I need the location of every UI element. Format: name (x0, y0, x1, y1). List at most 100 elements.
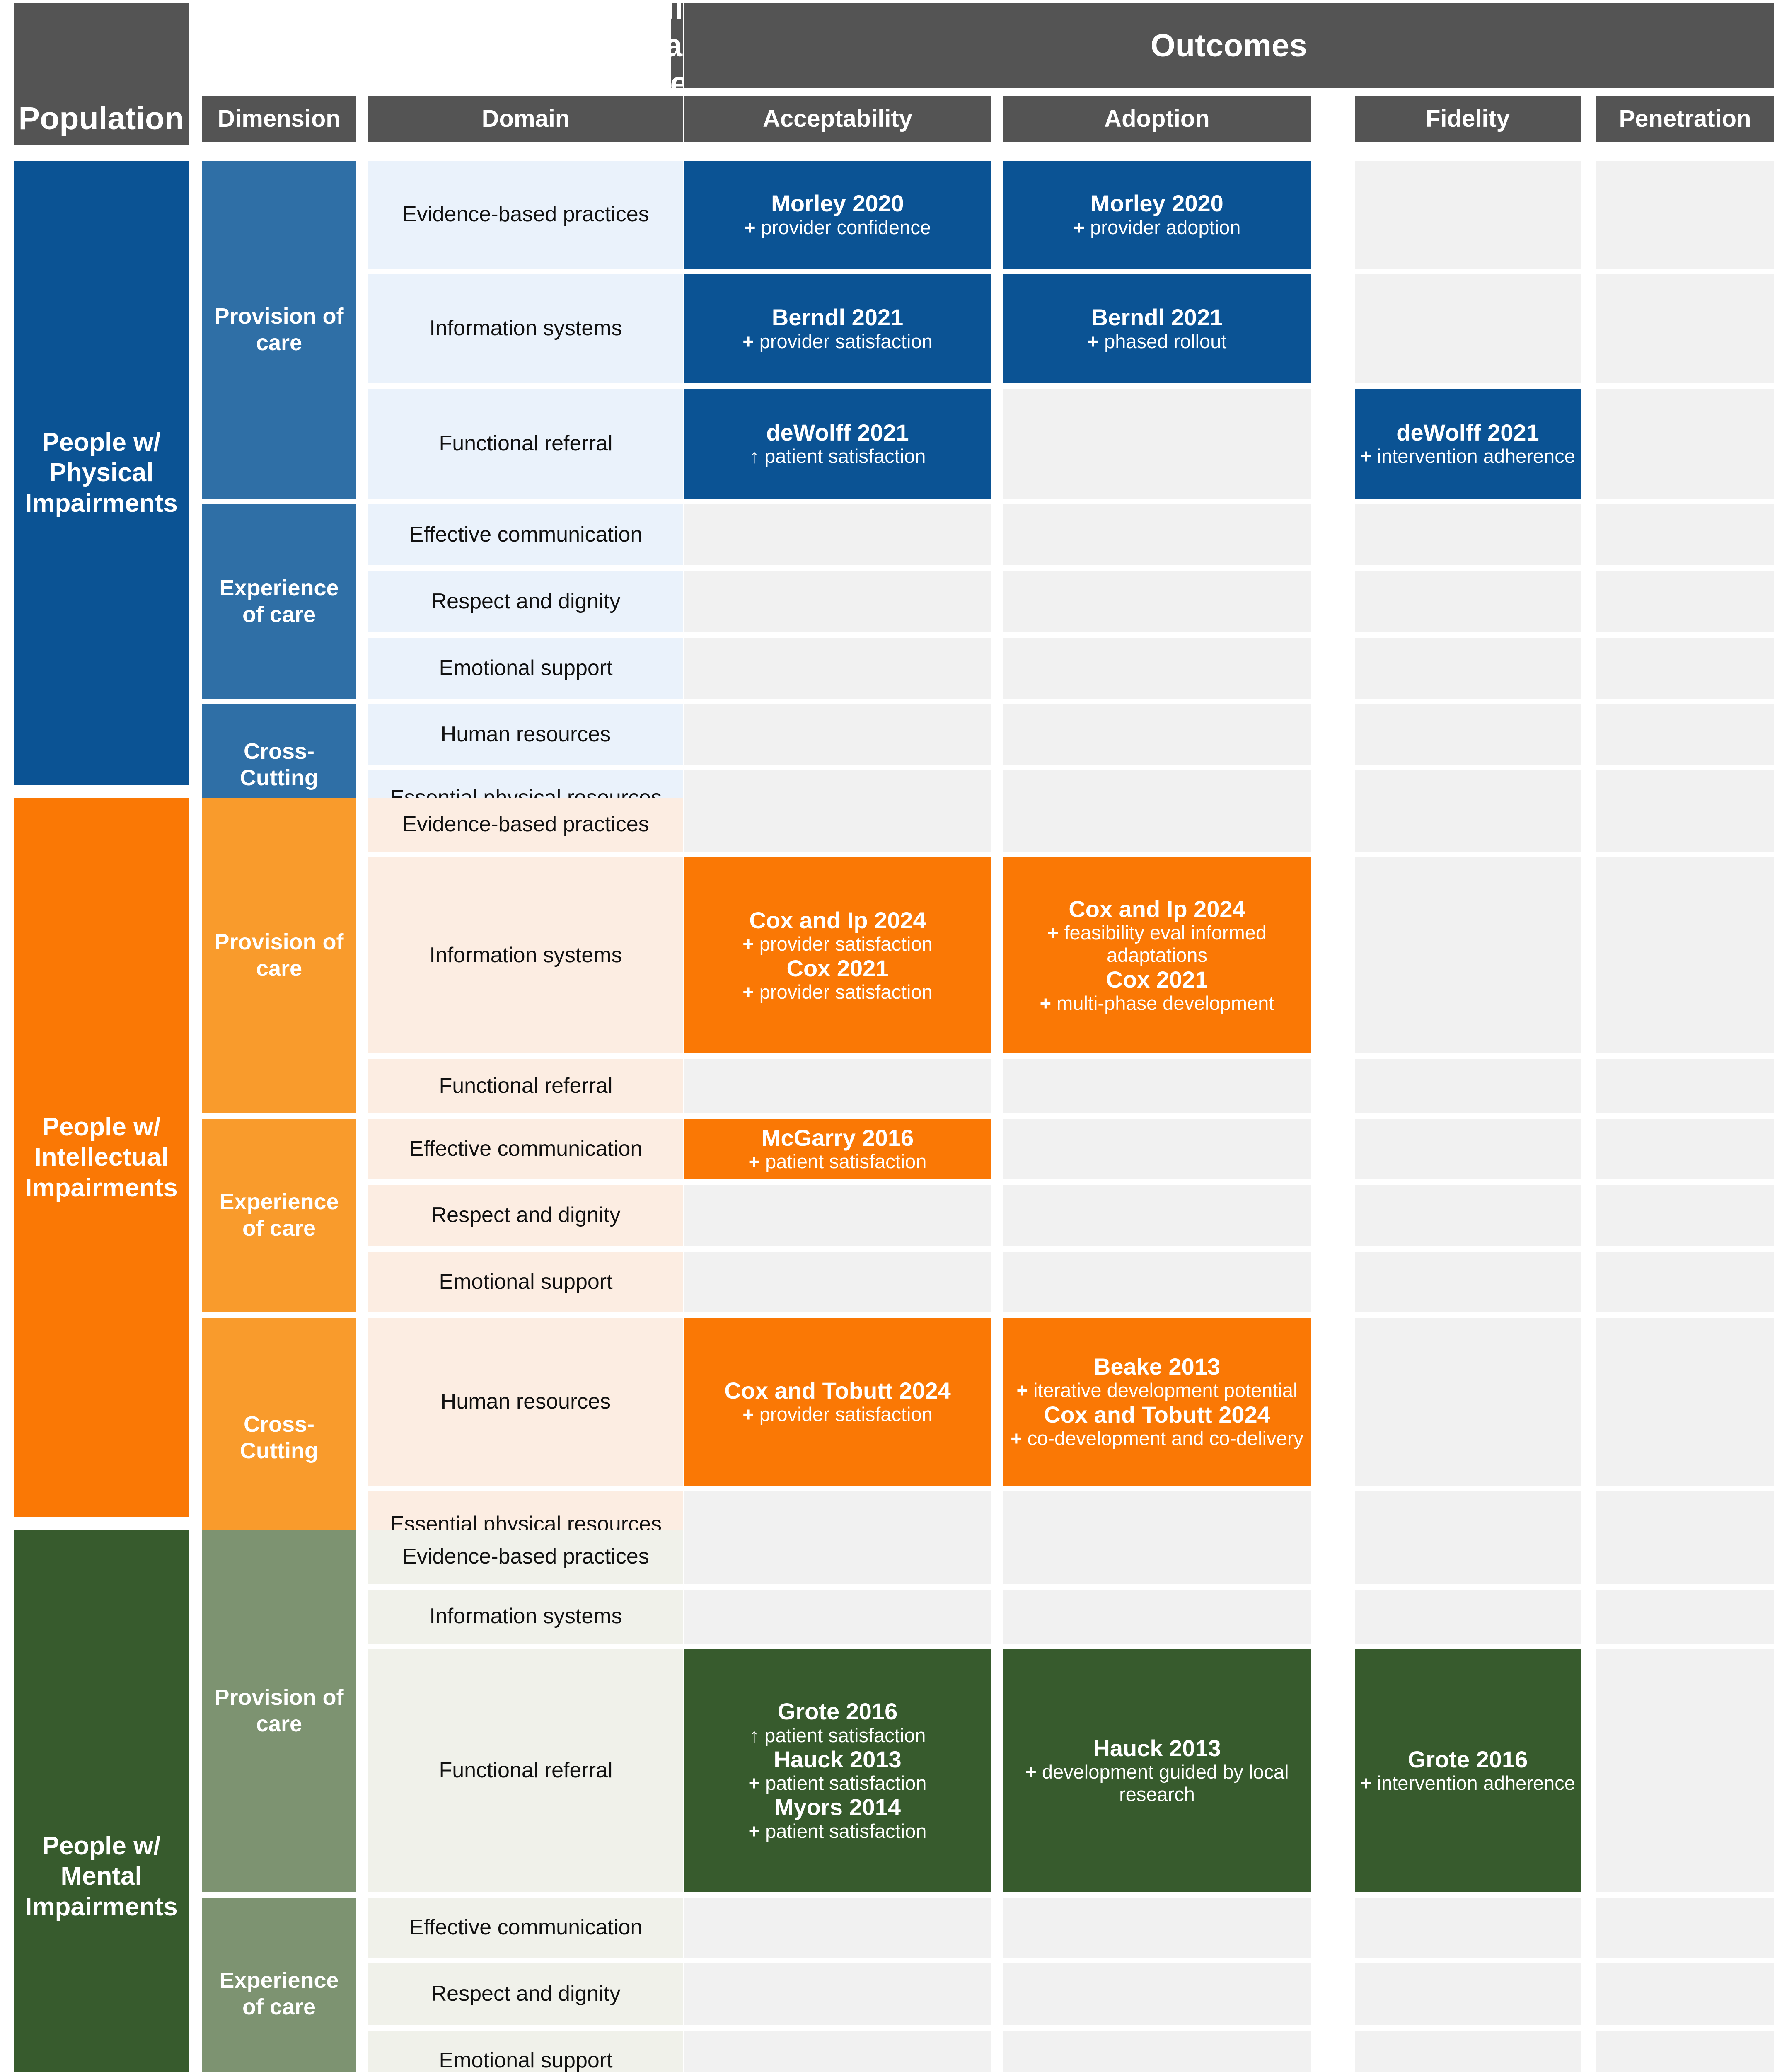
effect-note: ↑ patient satisfaction (749, 445, 926, 467)
study-citation: Cox and Ip 2024 (749, 907, 926, 933)
effect-note: + patient satisfaction (748, 1820, 927, 1842)
outcome-fidelity-blue-1 (1355, 274, 1581, 383)
dimension-label-line: Cutting (240, 765, 318, 790)
domain-label: Functional referral (439, 431, 613, 455)
outcome-adoption-green-4 (1003, 1963, 1311, 2025)
outcome-acceptability-blue-0[interactable]: Morley 2020+ provider confidence (684, 161, 991, 269)
outcome-adoption-blue-0[interactable]: Morley 2020+ provider adoption (1003, 161, 1311, 269)
header-domain-label: Domain (481, 105, 570, 132)
plus-icon: + (748, 1772, 760, 1794)
outcome-acceptability-orange-0 (684, 798, 991, 852)
study-citation: Berndl 2021 (1091, 304, 1223, 331)
up-arrow-icon: ↑ (749, 445, 759, 467)
plus-icon: + (1047, 922, 1059, 944)
outcome-acceptability-orange-3[interactable]: McGarry 2016+ patient satisfaction (684, 1119, 991, 1179)
study-citation: Beake 2013 (1093, 1353, 1221, 1380)
study-citation: Cox and Tobutt 2024 (1044, 1401, 1270, 1428)
outcome-fidelity-orange-1 (1355, 857, 1581, 1053)
study-citation: Grote 2016 (1407, 1746, 1528, 1772)
outcome-penetration-orange-3 (1596, 1119, 1774, 1179)
header-fidelity-label: Fidelity (1425, 105, 1510, 132)
outcome-adoption-blue-5 (1003, 638, 1311, 699)
dimension-label-line: of care (242, 1995, 316, 2019)
outcome-fidelity-green-3 (1355, 1898, 1581, 1958)
outcome-penetration-green-0 (1596, 1530, 1774, 1584)
population-line: Impairments (25, 1892, 178, 1921)
study-citation: Cox and Tobutt 2024 (724, 1377, 951, 1404)
outcome-acceptability-green-4 (684, 1963, 991, 2025)
outcome-penetration-blue-6 (1596, 704, 1774, 765)
domain-label: Functional referral (439, 1074, 613, 1098)
outcome-acceptability-green-0 (684, 1530, 991, 1584)
outcome-acceptability-orange-5 (684, 1252, 991, 1312)
study-citation: Grote 2016 (777, 1698, 898, 1725)
study-citation: Cox 2021 (1106, 966, 1208, 992)
effect-note: + multi-phase development (1040, 992, 1274, 1014)
study-citation: Berndl 2021 (771, 304, 904, 331)
outcome-adoption-orange-4 (1003, 1185, 1311, 1246)
outcome-fidelity-orange-3 (1355, 1119, 1581, 1179)
outcome-fidelity-green-2[interactable]: Grote 2016+ intervention adherence (1355, 1649, 1581, 1892)
header-population: Population (14, 3, 189, 145)
domain-label: Emotional support (439, 656, 613, 680)
outcome-penetration-blue-2 (1596, 389, 1774, 499)
study-citation: Hauck 2013 (1093, 1735, 1221, 1761)
domain-orange-1: Information systems (368, 857, 683, 1053)
domain-green-1: Information systems (368, 1590, 683, 1644)
header-population-label: Population (18, 101, 184, 137)
outcome-acceptability-orange-4 (684, 1185, 991, 1246)
dimension-label-line: Provision of (214, 303, 344, 329)
outcome-fidelity-blue-3 (1355, 504, 1581, 565)
domain-blue-5: Emotional support (368, 638, 683, 699)
plus-icon: + (1011, 1427, 1022, 1450)
domain-blue-4: Respect and dignity (368, 571, 683, 632)
outcome-fidelity-blue-0 (1355, 161, 1581, 269)
plus-icon: + (742, 1403, 754, 1426)
domain-orange-3: Effective communication (368, 1119, 683, 1179)
outcome-fidelity-orange-0 (1355, 798, 1581, 852)
outcome-adoption-blue-3 (1003, 504, 1311, 565)
effect-note: + intervention adherence (1360, 445, 1575, 467)
plus-icon: + (748, 1150, 760, 1173)
plus-icon: + (742, 330, 754, 352)
effect-note: + provider confidence (744, 216, 931, 238)
outcome-penetration-orange-0 (1596, 798, 1774, 852)
header-adoption: Adoption (1003, 96, 1311, 142)
domain-orange-2: Functional referral (368, 1059, 683, 1113)
domain-label: Effective communication (409, 1915, 643, 1939)
header-acceptability: Acceptability (684, 96, 991, 142)
header-framework: Quality of Care Framework (671, 3, 683, 88)
outcome-adoption-green-2[interactable]: Hauck 2013+ development guided by local … (1003, 1649, 1311, 1892)
up-arrow-icon: ↑ (749, 1724, 759, 1746)
header-adoption-label: Adoption (1104, 105, 1210, 132)
outcome-acceptability-orange-6[interactable]: Cox and Tobutt 2024+ provider satisfacti… (684, 1318, 991, 1486)
outcome-adoption-blue-1[interactable]: Berndl 2021+ phased rollout (1003, 274, 1311, 383)
dimension-label-line: care (256, 956, 302, 981)
outcome-acceptability-blue-1[interactable]: Berndl 2021+ provider satisfaction (684, 274, 991, 383)
outcome-fidelity-green-5 (1355, 2031, 1581, 2072)
outcome-fidelity-orange-2 (1355, 1059, 1581, 1113)
outcome-adoption-orange-1[interactable]: Cox and Ip 2024+ feasibility eval inform… (1003, 857, 1311, 1053)
outcome-acceptability-blue-2[interactable]: deWolff 2021↑ patient satisfaction (684, 389, 991, 499)
domain-orange-5: Emotional support (368, 1252, 683, 1312)
dimension-label-line: care (256, 1711, 302, 1736)
outcome-adoption-blue-2 (1003, 389, 1311, 499)
outcome-fidelity-blue-6 (1355, 704, 1581, 765)
header-penetration: Penetration (1596, 96, 1774, 142)
outcome-adoption-orange-6[interactable]: Beake 2013+ iterative development potent… (1003, 1318, 1311, 1486)
outcome-acceptability-blue-3 (684, 504, 991, 565)
study-citation: deWolff 2021 (1396, 419, 1539, 445)
outcome-adoption-orange-0 (1003, 798, 1311, 852)
outcome-fidelity-blue-2[interactable]: deWolff 2021+ intervention adherence (1355, 389, 1581, 499)
header-dimension: Dimension (202, 96, 356, 142)
dimension-label-line: of care (242, 602, 316, 627)
population-line: People w/ (42, 1832, 161, 1861)
population-line: Physical (49, 458, 154, 487)
outcome-penetration-blue-3 (1596, 504, 1774, 565)
